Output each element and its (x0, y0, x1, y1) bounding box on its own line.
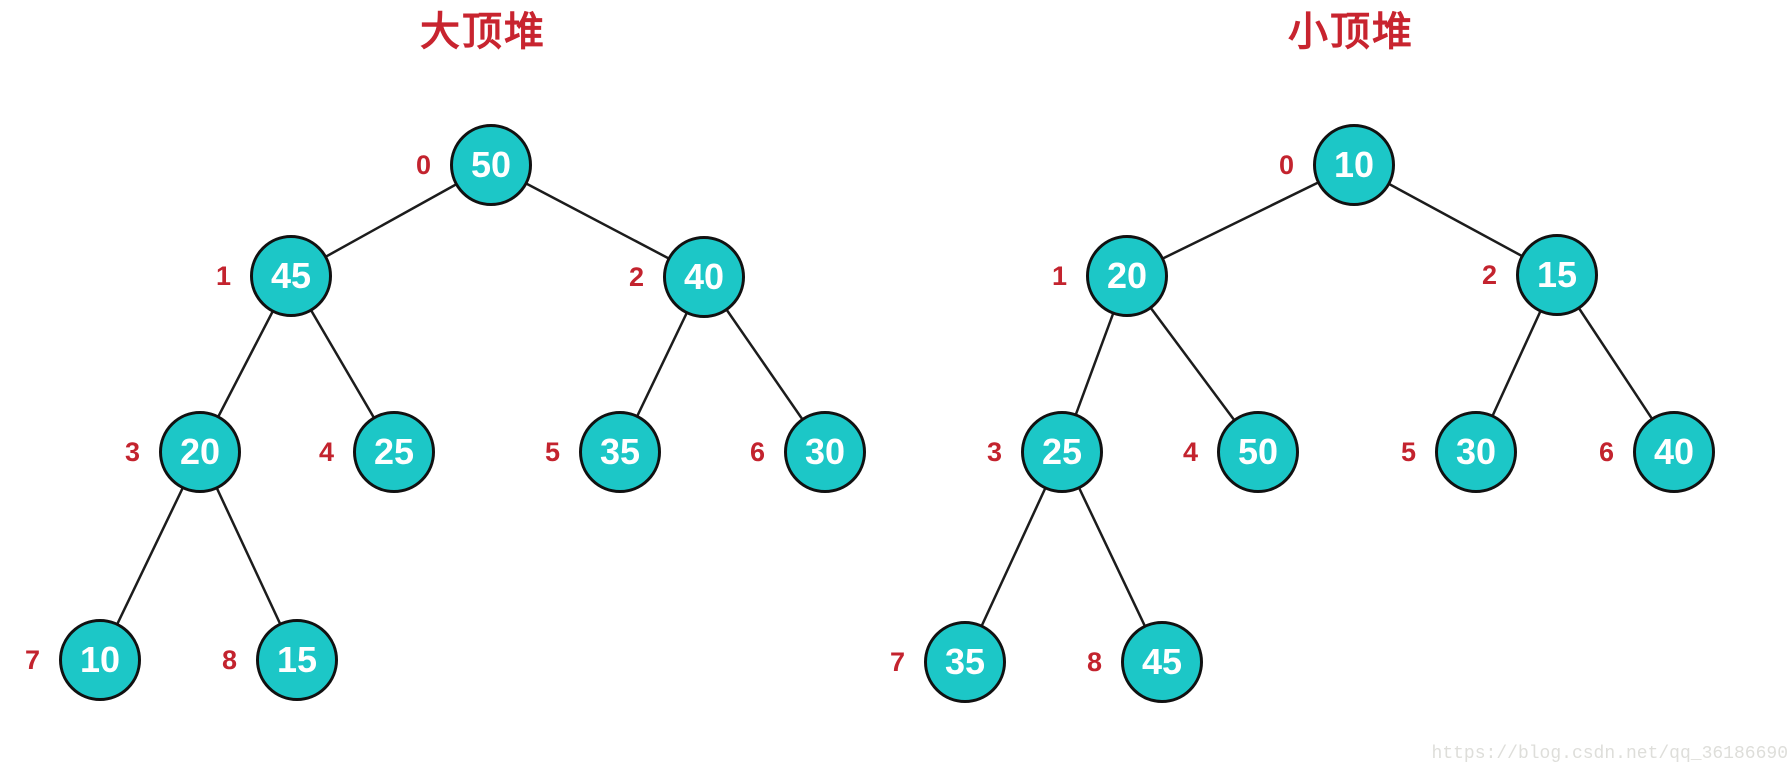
heap-node-min-heap-1: 20 (1086, 235, 1168, 317)
heap-node-max-heap-3: 20 (159, 411, 241, 493)
node-index-label-max-heap-2: 2 (628, 262, 644, 292)
node-index-label-min-heap-6: 6 (1598, 437, 1614, 467)
heap-node-min-heap-4: 50 (1217, 411, 1299, 493)
heap-node-min-heap-3: 25 (1021, 411, 1103, 493)
node-index-label-max-heap-8: 8 (221, 645, 237, 675)
node-index-label-max-heap-1: 1 (215, 261, 231, 291)
heap-node-min-heap-8: 45 (1121, 621, 1203, 703)
heap-node-max-heap-4: 25 (353, 411, 435, 493)
heap-node-min-heap-6: 40 (1633, 411, 1715, 493)
max-heap-title: 大顶堆 (420, 10, 546, 54)
node-index-label-max-heap-4: 4 (318, 437, 334, 467)
heap-node-max-heap-7: 10 (59, 619, 141, 701)
node-index-label-max-heap-5: 5 (544, 437, 560, 467)
heap-node-max-heap-8: 15 (256, 619, 338, 701)
node-index-label-min-heap-0: 0 (1278, 150, 1294, 180)
watermark-url: https://blog.csdn.net/qq_36186690 (1431, 744, 1788, 764)
tree-edge-min-heap-0-1 (1126, 163, 1355, 278)
min-heap-title: 小顶堆 (1288, 10, 1414, 54)
heap-node-max-heap-5: 35 (579, 411, 661, 493)
heap-node-max-heap-6: 30 (784, 411, 866, 493)
heap-node-max-heap-2: 40 (663, 236, 745, 318)
node-index-label-max-heap-0: 0 (415, 150, 431, 180)
heap-node-min-heap-7: 35 (924, 621, 1006, 703)
heap-node-max-heap-0: 50 (450, 124, 532, 206)
node-index-label-max-heap-6: 6 (749, 437, 765, 467)
heap-node-min-heap-2: 15 (1516, 234, 1598, 316)
node-index-label-min-heap-5: 5 (1400, 437, 1416, 467)
heap-node-min-heap-0: 10 (1313, 124, 1395, 206)
node-index-label-min-heap-2: 2 (1481, 260, 1497, 290)
node-index-label-min-heap-3: 3 (986, 437, 1002, 467)
node-index-label-min-heap-8: 8 (1086, 647, 1102, 677)
node-index-label-min-heap-1: 1 (1051, 261, 1067, 291)
node-index-label-min-heap-4: 4 (1182, 437, 1198, 467)
heap-node-min-heap-5: 30 (1435, 411, 1517, 493)
node-index-label-max-heap-7: 7 (24, 645, 40, 675)
node-index-label-min-heap-7: 7 (889, 647, 905, 677)
heap-node-max-heap-1: 45 (250, 235, 332, 317)
node-index-label-max-heap-3: 3 (124, 437, 140, 467)
